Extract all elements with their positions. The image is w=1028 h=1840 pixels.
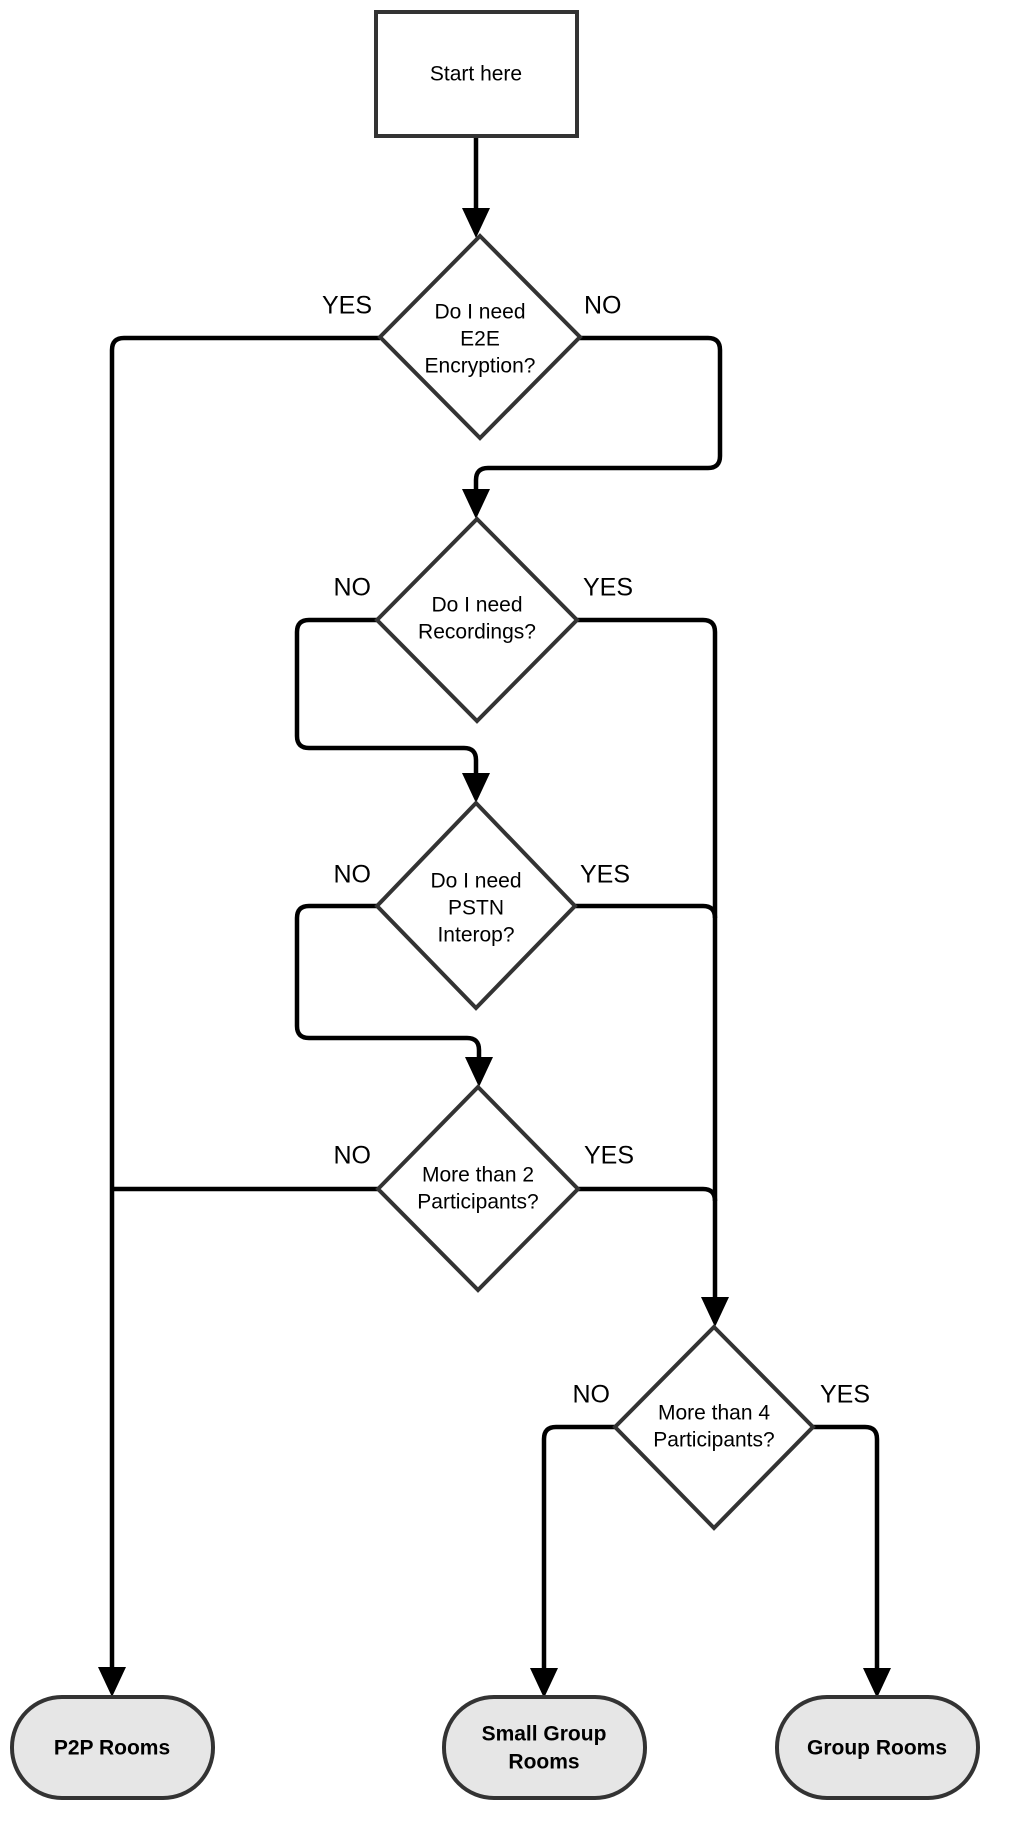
edge-d5-yes-to-group xyxy=(813,1424,880,1682)
terminal-small-group-label-line2: Rooms xyxy=(508,1751,579,1774)
edge-label-d3-no: NO xyxy=(334,861,372,889)
arrow-head-into-group xyxy=(863,1668,891,1698)
terminal-group-shape[interactable] xyxy=(775,1695,980,1800)
node-decision-pstn-interop[interactable]: Do I need PSTN Interop? xyxy=(374,800,578,1011)
node-decision-recordings[interactable]: Do I need Recordings? xyxy=(374,516,580,724)
edge-layer xyxy=(98,136,891,1698)
decision-pstn-shape[interactable] xyxy=(374,800,578,1011)
edge-d2-no-to-d3 xyxy=(294,617,479,787)
edge-label-d1-no: NO xyxy=(584,292,622,320)
decision-more-than-4-label-line2: Participants? xyxy=(653,1429,774,1452)
decision-recordings-label-line1: Do I need xyxy=(431,594,522,617)
edge-label-layer: YES NO NO YES NO YES NO YES NO YES xyxy=(322,292,870,1409)
decision-more-than-2-label-line1: More than 2 xyxy=(422,1164,534,1187)
node-decision-more-than-2[interactable]: More than 2 Participants? xyxy=(375,1084,581,1293)
edge-d4-yes-to-rail xyxy=(577,1186,718,1202)
arrow-head-into-d5 xyxy=(701,1297,729,1327)
decision-more-than-4-label-line1: More than 4 xyxy=(658,1402,770,1425)
node-terminal-p2p-rooms[interactable]: P2P Rooms xyxy=(10,1695,215,1800)
edge-d2-yes-to-d5 xyxy=(577,617,718,1311)
arrow-head-into-small-group xyxy=(530,1668,558,1698)
terminal-small-group-label-line1: Small Group xyxy=(482,1723,607,1746)
node-decision-more-than-4[interactable]: More than 4 Participants? xyxy=(612,1324,816,1531)
arrow-head-into-p2p xyxy=(98,1667,126,1697)
decision-e2e-shape[interactable] xyxy=(377,233,583,441)
arrow-head-into-d1 xyxy=(462,208,490,238)
edge-label-d2-yes: YES xyxy=(583,574,633,602)
arrow-head-into-d4 xyxy=(465,1057,493,1087)
edge-d1-yes-to-p2p xyxy=(109,335,380,1681)
decision-e2e-label-line3: Encryption? xyxy=(425,355,536,378)
decision-more-than-4-shape[interactable] xyxy=(612,1324,816,1531)
decision-pstn-label-line2: PSTN xyxy=(448,897,504,920)
decision-pstn-label-line1: Do I need xyxy=(430,870,521,893)
decision-recordings-shape[interactable] xyxy=(374,516,580,724)
edge-d3-yes-to-rail xyxy=(573,903,718,919)
terminal-group-label: Group Rooms xyxy=(807,1737,947,1760)
edge-label-d2-no: NO xyxy=(334,574,372,602)
edge-label-d5-yes: YES xyxy=(820,1381,870,1409)
edge-label-d3-yes: YES xyxy=(580,861,630,889)
edge-d5-no-to-small-group xyxy=(541,1424,616,1682)
start-box-shape[interactable] xyxy=(374,10,579,138)
terminal-p2p-label: P2P Rooms xyxy=(54,1737,170,1760)
node-terminal-group-rooms[interactable]: Group Rooms xyxy=(775,1695,980,1800)
edge-label-d4-no: NO xyxy=(334,1142,372,1170)
terminal-p2p-shape[interactable] xyxy=(10,1695,215,1800)
edge-d1-no-to-d2 xyxy=(473,335,723,503)
node-terminal-small-group-rooms[interactable]: Small Group Rooms xyxy=(442,1695,647,1800)
arrow-head-into-d2 xyxy=(462,489,490,519)
edge-d3-no-to-d4 xyxy=(294,903,482,1071)
edge-label-d1-yes: YES xyxy=(322,292,372,320)
decision-e2e-label-line2: E2E xyxy=(460,328,500,351)
node-decision-e2e-encryption[interactable]: Do I need E2E Encryption? xyxy=(377,233,583,441)
start-box-label: Start here xyxy=(430,63,522,86)
decision-more-than-2-label-line2: Participants? xyxy=(417,1191,538,1214)
terminal-small-group-shape[interactable] xyxy=(442,1695,647,1800)
edge-label-d5-no: NO xyxy=(573,1381,611,1409)
decision-more-than-2-shape[interactable] xyxy=(375,1084,581,1293)
edge-label-d4-yes: YES xyxy=(584,1142,634,1170)
decision-recordings-label-line2: Recordings? xyxy=(418,621,536,644)
decision-e2e-label-line1: Do I need xyxy=(434,301,525,324)
arrow-head-into-d3 xyxy=(462,773,490,803)
node-start[interactable]: Start here xyxy=(374,10,579,138)
decision-pstn-label-line3: Interop? xyxy=(437,924,514,947)
